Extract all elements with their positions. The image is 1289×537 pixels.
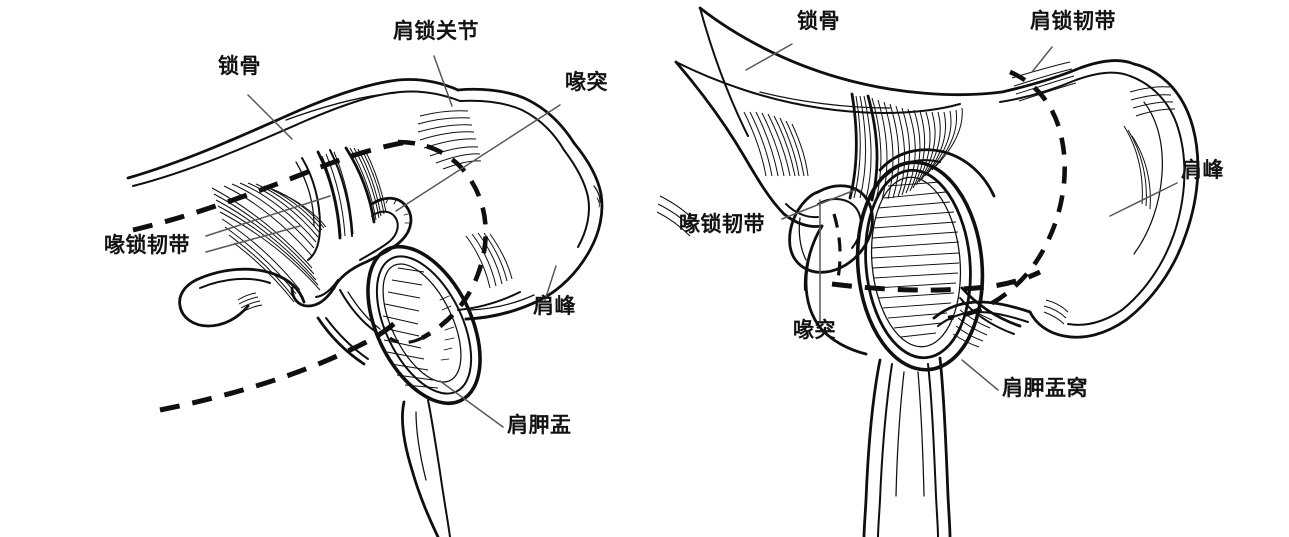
- subcoracoid-contour: [178, 267, 306, 328]
- label-acromion-right: 肩峰: [1181, 159, 1224, 182]
- label-coracoclavicular-ligament-right: 喙锁韧带: [679, 213, 765, 236]
- scapula-neck-tail: [401, 399, 451, 537]
- label-glenoid-fossa-right: 肩胛盂窝: [1002, 377, 1088, 400]
- glenoid-fossa: [855, 160, 985, 372]
- acromioclavicular-joint: [417, 87, 576, 170]
- label-clavicle-right: 锁骨: [797, 10, 840, 33]
- glenoid-hatching: [382, 267, 439, 389]
- label-coracoclavicular-ligament-left: 喙锁韧带: [104, 234, 190, 257]
- clavicle-outline: [126, 78, 461, 187]
- superior-capsule-right: [878, 148, 996, 198]
- panel-left: 锁骨 肩锁关节 喙突 喙锁韧带 肩峰 肩胛盂: [104, 20, 608, 537]
- panel-right: 锁骨 肩锁韧带 肩峰 喙锁韧带 喙突 肩胛盂窝: [650, 0, 1289, 537]
- inferior-capsule-line: [464, 294, 538, 321]
- glenoid-fossa-hatching: [871, 181, 960, 338]
- acromion-body-outline: [457, 141, 604, 321]
- dashed-reference-lines: [132, 139, 488, 413]
- label-coracoid-process-left: 喙突: [565, 71, 608, 94]
- label-clavicle-left: 锁骨: [218, 55, 261, 78]
- label-glenoid-left: 肩胛盂: [507, 414, 572, 437]
- label-acromioclavicular-ligament: 肩锁韧带: [1030, 10, 1116, 33]
- label-acromioclavicular-joint: 肩锁关节: [393, 20, 479, 43]
- leader-lines-right: [745, 43, 1178, 391]
- acromion-arch: [1028, 62, 1200, 339]
- label-coracoid-process-right: 喙突: [793, 319, 836, 342]
- left-panel-drawing: [126, 55, 604, 537]
- dashed-reference-lines-right: [831, 69, 1067, 321]
- scapular-body-right: [862, 356, 952, 537]
- label-acromion-left: 肩峰: [533, 295, 576, 318]
- right-panel-drawing: [656, 6, 1200, 537]
- coracoid-process: [290, 196, 413, 308]
- coracoclavicular-fibers-right: [848, 92, 963, 202]
- medial-bulge-right: [656, 195, 868, 356]
- clavicle-outline-right: [675, 6, 1004, 114]
- leader-lines: [205, 55, 561, 428]
